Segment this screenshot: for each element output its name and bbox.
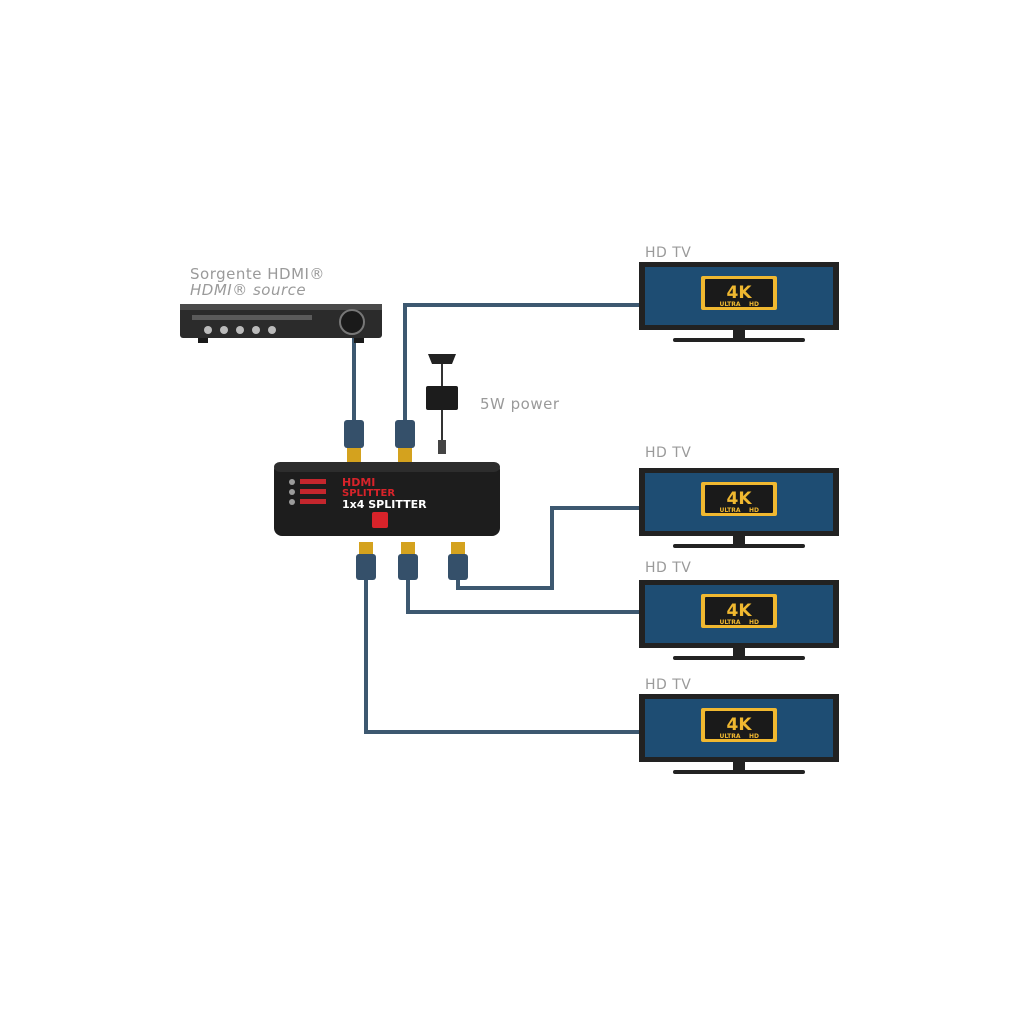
cable-splitter-to-tv-1 (403, 303, 640, 420)
splitter-output-connectors (356, 542, 468, 580)
cable-splitter-to-tv-3 (406, 580, 640, 614)
tv-label-3: HD TV (645, 560, 692, 576)
tv-label-4: HD TV (645, 677, 692, 693)
cable-splitter-to-tv-4 (364, 580, 640, 734)
splitter-leds (289, 479, 326, 505)
splitter-title-1: HDMI (342, 476, 375, 489)
cable-splitter-to-tv-2 (456, 506, 640, 590)
svg-text:4K: 4K (726, 283, 752, 303)
svg-text:4K: 4K (726, 489, 752, 509)
svg-text:HD: HD (749, 619, 759, 626)
splitter-input-connectors (344, 420, 415, 462)
tv-label-1: HD TV (645, 245, 692, 261)
splitter-model: 1x4 SPLITTER (342, 498, 427, 511)
source-label-en: HDMI® source (190, 281, 307, 299)
hdmi-splitter: HDMI SPLITTER 1x4 SPLITTER (274, 462, 500, 536)
hdmi-plug-output-4 (356, 542, 376, 580)
hd-tv-2: 4K ULTRA HD (639, 468, 839, 548)
brand-logo (372, 512, 388, 528)
svg-text:ULTRA: ULTRA (719, 507, 740, 514)
svg-text:HD: HD (749, 733, 759, 740)
svg-text:ULTRA: ULTRA (719, 733, 740, 740)
power-adapter (426, 354, 458, 454)
tv-label-2: HD TV (645, 445, 692, 461)
hd-tv-4: 4K ULTRA HD (639, 694, 839, 774)
svg-text:ULTRA: ULTRA (719, 619, 740, 626)
svg-text:ULTRA: ULTRA (719, 301, 740, 308)
svg-text:HD: HD (749, 301, 759, 308)
hdmi-plug-output-1 (395, 420, 415, 462)
hd-tv-1: 4K ULTRA HD (639, 262, 839, 342)
hdmi-plug-input (344, 420, 364, 462)
svg-text:4K: 4K (726, 601, 752, 621)
hdmi-source-device (180, 304, 382, 343)
hdmi-plug-output-2 (448, 542, 468, 580)
svg-text:HD: HD (749, 507, 759, 514)
source-label-it: Sorgente HDMI® (190, 265, 325, 283)
svg-text:4K: 4K (726, 715, 752, 735)
hdmi-plug-output-3 (398, 542, 418, 580)
hd-tv-3: 4K ULTRA HD (639, 580, 839, 660)
splitter-title-2: SPLITTER (342, 488, 395, 499)
power-label: 5W power (480, 395, 560, 413)
